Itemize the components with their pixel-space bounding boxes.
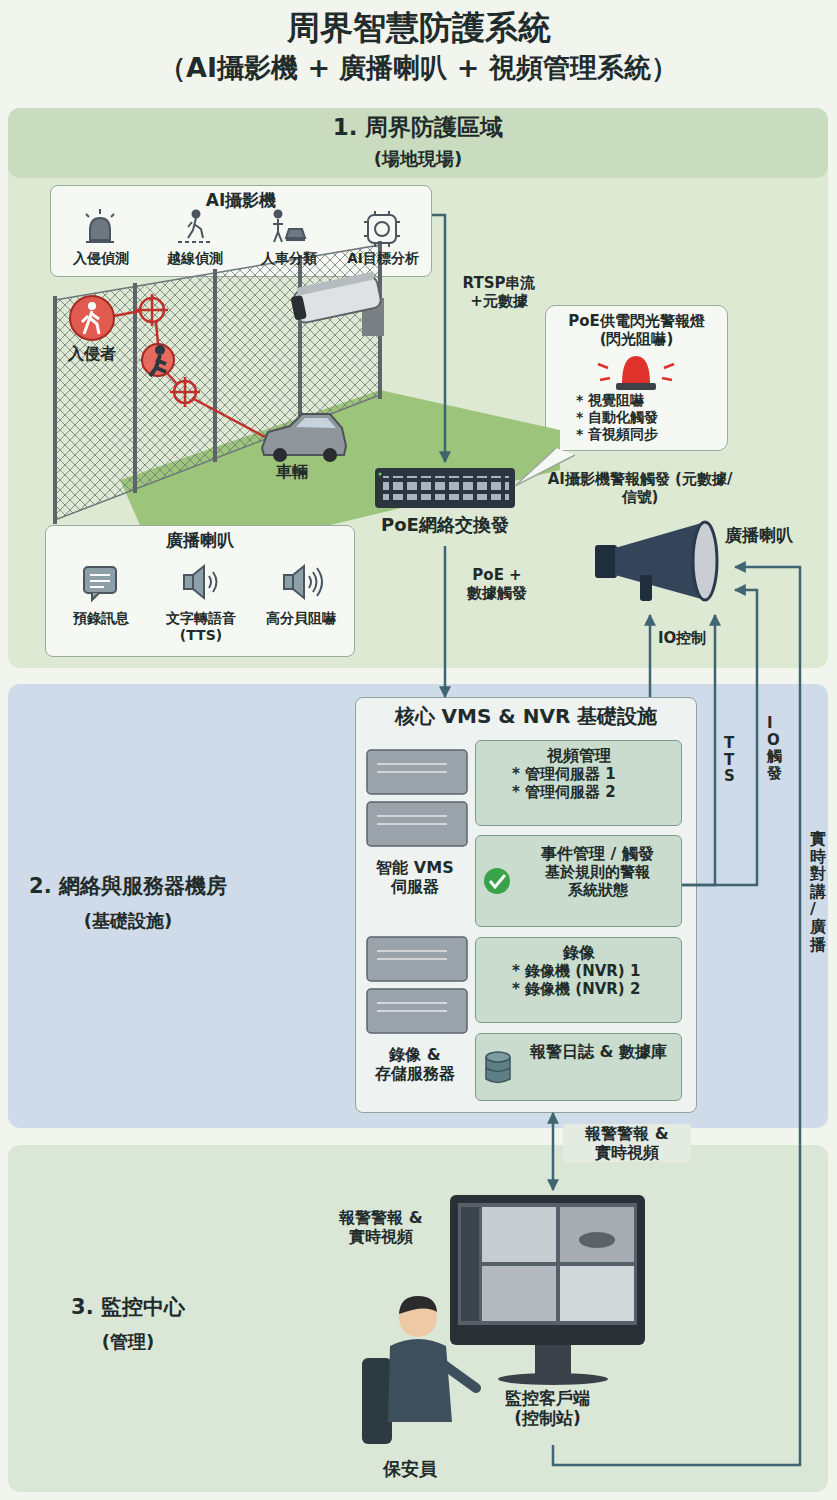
- vehicle-label: 車輛: [262, 462, 322, 481]
- node-heading: 1. 周界防護區域: [268, 114, 568, 142]
- node-heading: PoE網絡交換發: [360, 514, 530, 536]
- node-heading: 廣播喇叭: [52, 530, 348, 550]
- node-text: * 錄像機 (NVR) 1: [484, 962, 673, 980]
- node-heading: 廣播喇叭: [725, 525, 820, 545]
- edge-label: 實時對講/廣播: [808, 830, 828, 953]
- node-text: (場地現場): [268, 148, 568, 170]
- node-heading: 報警日誌 & 數據庫: [522, 1042, 675, 1061]
- connector: [444, 546, 447, 697]
- switch-body: [375, 468, 515, 508]
- flow-note: 報警警報 & 實時視頻: [320, 1208, 442, 1246]
- node-heading: 核心 VMS & NVR 基礎設施: [362, 704, 690, 728]
- node-text: * 管理伺服器 2: [484, 783, 673, 801]
- node-text: AI目標分析: [337, 250, 429, 266]
- edge-label: PoE + 數據觸發: [453, 566, 541, 602]
- node-text: (管理): [18, 1331, 238, 1353]
- node-heading: 視頻管理: [484, 746, 673, 765]
- node-heading: PoE供電閃光警報燈 (閃光阻嚇): [554, 312, 719, 348]
- subtitle: （AI攝影機 + 廣播喇叭 + 視頻管理系統）: [0, 52, 837, 84]
- node-text: 高分貝阻嚇: [251, 610, 351, 627]
- node-text: 人車分類: [243, 250, 335, 266]
- intruder-label: 入侵者: [52, 344, 132, 363]
- node-text: 基於規則的警報 系統狀態: [520, 863, 675, 899]
- server-label: 智能 VMS 伺服器: [357, 858, 473, 896]
- node-heading: 事件管理 / 觸發: [520, 844, 675, 863]
- ai-camera: [289, 271, 384, 336]
- node-heading: 錄像: [484, 943, 673, 962]
- connector: [649, 615, 652, 697]
- edge-label: 報警警報 & 實時視頻: [563, 1124, 691, 1162]
- server-label: 錄像 & 存儲服務器: [357, 1045, 473, 1083]
- edge-label: TTS: [722, 735, 741, 785]
- node-text: 預錄訊息: [51, 610, 151, 627]
- diagram-title: 周界智慧防護系統: [0, 8, 837, 48]
- node-heading: AI攝影機: [57, 190, 425, 210]
- edge-label: RTSP串流 +元數據: [453, 274, 545, 310]
- node-text: 越線偵測: [149, 250, 241, 266]
- node-text: (基礎設施): [18, 910, 238, 932]
- intruder-markers: [70, 294, 265, 437]
- band-header-strip: [8, 108, 828, 178]
- node-text: * 自動化觸發: [554, 409, 719, 426]
- connector: [552, 1113, 555, 1190]
- recording-box: 錄像* 錄像機 (NVR) 1* 錄像機 (NVR) 2: [475, 937, 682, 1023]
- node-text: * 音視頻同步: [554, 426, 719, 443]
- node-text: * 視覺阻嚇: [554, 392, 719, 409]
- check-icon: [484, 868, 510, 894]
- trigger-note: AI攝影機警報觸發 (元數據/信號): [540, 470, 740, 506]
- node-text: 入侵偵測: [55, 250, 147, 266]
- edge-label: IO觸發: [765, 715, 784, 781]
- edge-label: IO控制: [656, 629, 708, 647]
- node-text: 文字轉語音 (TTS): [151, 610, 251, 644]
- node-heading: 2. 網絡與服務器機房: [18, 874, 238, 899]
- person-label: 保安員: [370, 1458, 450, 1480]
- node-text: * 管理伺服器 1: [484, 765, 673, 783]
- node-text: * 錄像機 (NVR) 2: [484, 980, 673, 998]
- database-icon: [486, 1052, 510, 1083]
- car: [262, 414, 346, 462]
- node-heading: 3. 監控中心: [18, 1295, 238, 1320]
- video-mgmt-box: 視頻管理* 管理伺服器 1* 管理伺服器 2: [475, 740, 682, 826]
- node-heading: 監控客戶端 (控制站): [485, 1388, 610, 1429]
